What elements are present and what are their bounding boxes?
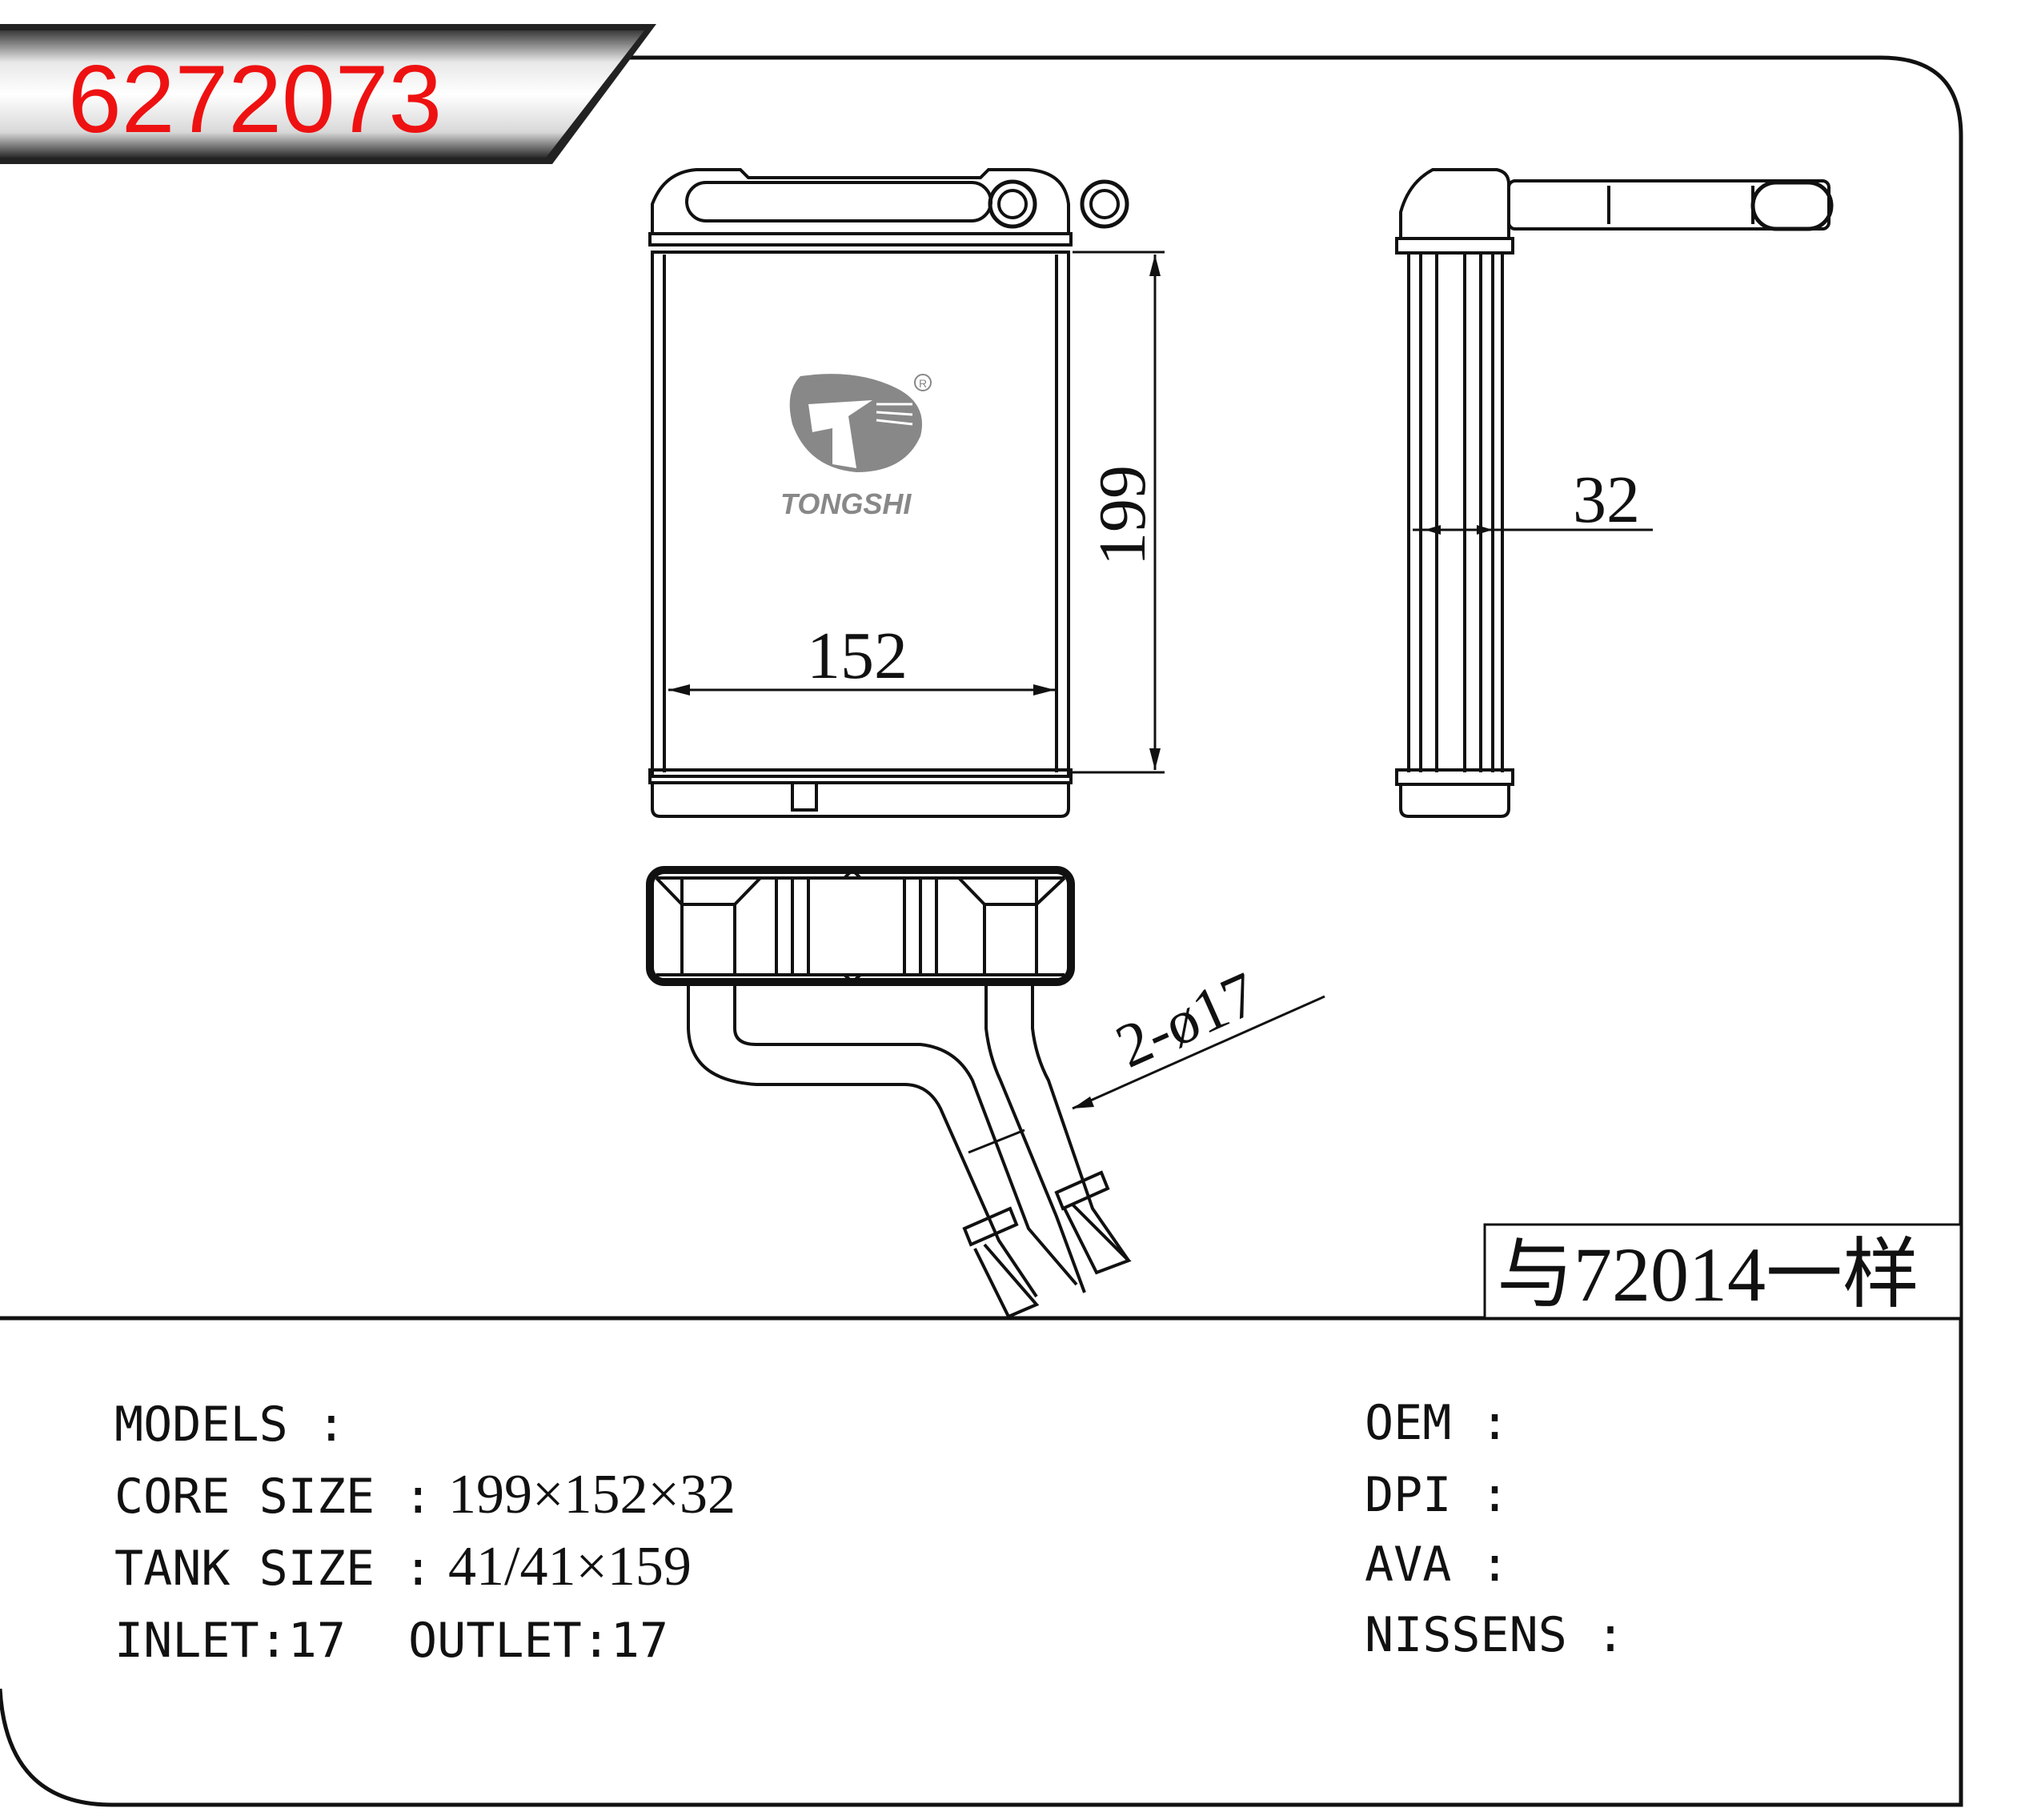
front-view xyxy=(648,168,1129,818)
nissens-label: NISSENS : xyxy=(1365,1607,1625,1663)
part-number: 6272073 xyxy=(68,46,442,153)
inlet-label: INLET:17 xyxy=(114,1613,346,1669)
tank-size-value: 41/41×159 xyxy=(448,1536,692,1598)
specs-right: OEM : DPI : AVA : NISSENS : xyxy=(1365,1395,1625,1663)
dim-depth-label: 32 xyxy=(1573,463,1640,537)
brand-logo: R TONGSHI xyxy=(780,374,932,520)
top-view xyxy=(646,866,1132,1319)
registered-mark: R xyxy=(919,377,927,390)
part-number-banner: 6272073 xyxy=(0,24,656,164)
models-label: MODELS : xyxy=(114,1397,346,1453)
dim-depth: 32 xyxy=(1413,463,1653,537)
core-size-value: 199×152×32 xyxy=(448,1464,736,1525)
dim-pipes: 2-ø17 xyxy=(968,958,1325,1154)
core-size-label: CORE SIZE : xyxy=(114,1469,432,1525)
side-view xyxy=(1395,168,1834,818)
dpi-label: DPI : xyxy=(1365,1467,1510,1523)
specs-left: MODELS : CORE SIZE : 199×152×32 TANK SIZ… xyxy=(114,1397,736,1669)
outlet-label: OUTLET:17 xyxy=(408,1613,668,1669)
dim-width-label: 152 xyxy=(807,619,908,693)
note-text: 与72014一样 xyxy=(1497,1232,1919,1317)
tank-size-label: TANK SIZE : xyxy=(114,1541,432,1597)
note-box: 与72014一样 xyxy=(1483,1223,1963,1320)
dim-width: 152 xyxy=(668,619,1055,696)
dim-height: 199 xyxy=(1073,251,1165,774)
oem-label: OEM : xyxy=(1365,1395,1510,1451)
brand-name: TONGSHI xyxy=(780,487,912,520)
ava-label: AVA : xyxy=(1365,1537,1510,1593)
dim-pipes-label: 2-ø17 xyxy=(1106,958,1268,1080)
dim-height-label: 199 xyxy=(1085,465,1160,566)
